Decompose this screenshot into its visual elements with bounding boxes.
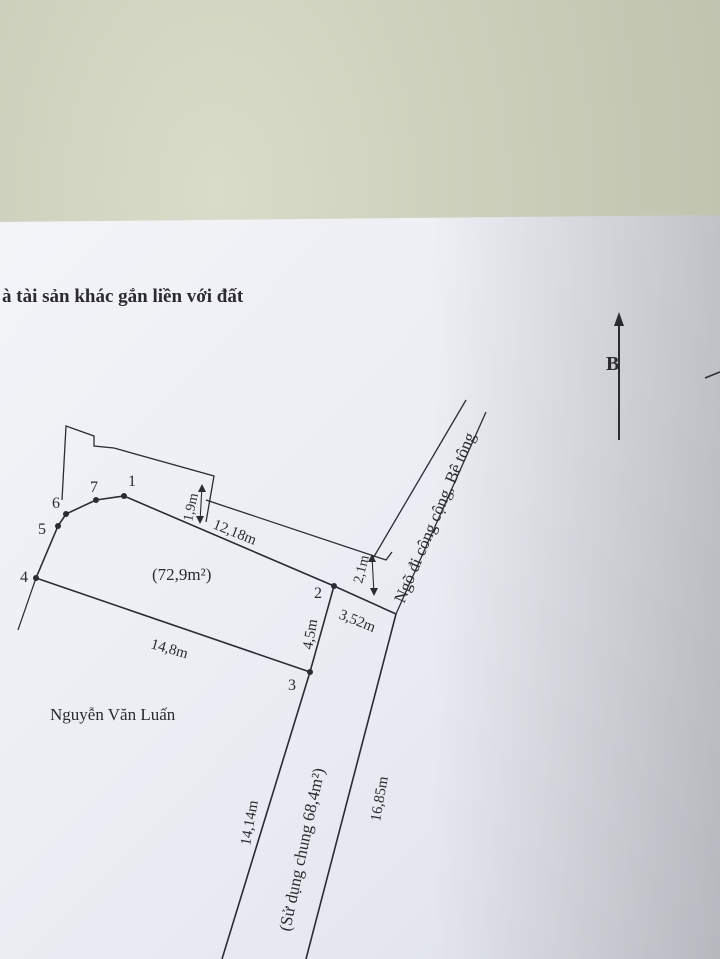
vertex-label-1: 1 (128, 473, 136, 490)
vertex-7 (93, 497, 99, 503)
boundary-extension (17, 577, 37, 631)
lane-left-length: 14,14m (238, 799, 262, 847)
vertex-2 (331, 583, 337, 589)
setback-line (205, 499, 393, 561)
vertex-4 (33, 575, 39, 581)
parcel-area: (72,9m²) (152, 565, 211, 584)
vertex-5 (55, 523, 61, 529)
shared-lane-right (305, 613, 397, 959)
vertex-label-7: 7 (90, 479, 98, 496)
vertex-label-5: 5 (38, 521, 46, 538)
vertex-label-2: 2 (314, 585, 322, 602)
vertex-label-3: 3 (288, 677, 296, 694)
setback-right-length: 2,1m (351, 554, 372, 585)
north-arrow-icon: B (606, 312, 624, 440)
setback-left-length: 1,9m (181, 492, 202, 523)
neighbor-name: Nguyễn Văn Luấn (50, 705, 176, 724)
parcel-vertices (33, 493, 337, 675)
paper-shadow (0, 215, 720, 959)
vertex-label-6: 6 (52, 495, 60, 512)
vertex-6 (63, 511, 69, 517)
vertex-label-4: 4 (20, 569, 28, 586)
setback-right-dimension (368, 554, 378, 596)
header-text: à tài sản khác gắn liền với đất (2, 286, 244, 307)
road-edge-left (371, 399, 467, 561)
road-edge-right (395, 411, 487, 615)
north-label: B (606, 353, 619, 375)
lane-width-line (333, 585, 397, 615)
lane-right-length: 16,85m (368, 775, 392, 823)
edge-right-length: 4,5m (300, 618, 321, 651)
vertex-1 (121, 493, 127, 499)
shared-lane-left (221, 671, 311, 959)
vertex-3 (307, 669, 313, 675)
neighbor-building-outline (61, 425, 215, 523)
setback-left-dimension (196, 484, 206, 524)
